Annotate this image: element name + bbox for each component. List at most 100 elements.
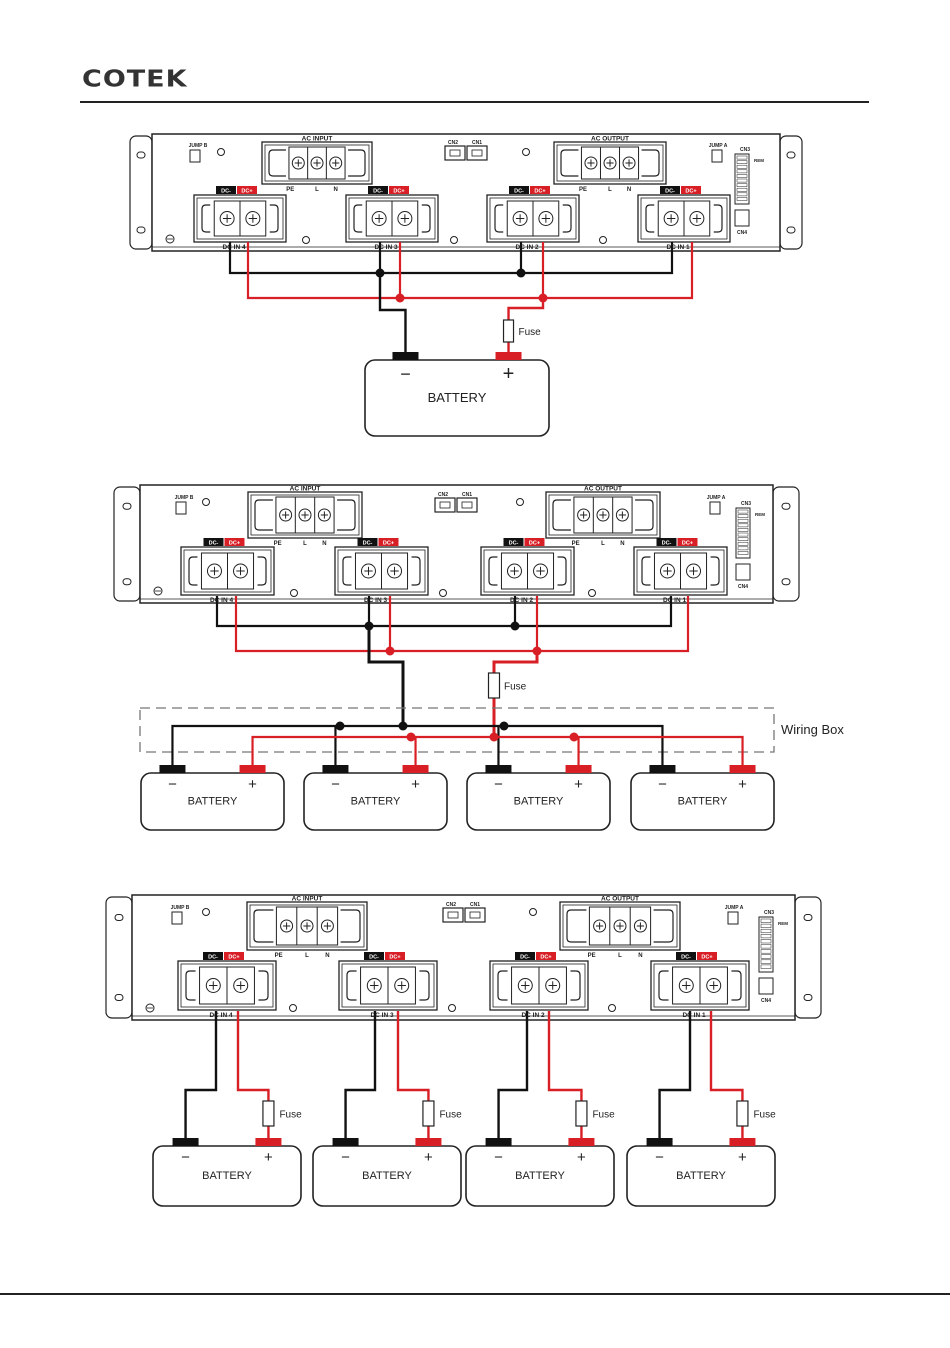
- chassis-screw: [439, 589, 447, 597]
- battery-minus-label: −: [181, 1149, 190, 1166]
- dc-in-label: DC IN 4: [209, 1012, 233, 1019]
- terminal-hook: [497, 970, 508, 1001]
- rack-ear-slot: [122, 578, 132, 586]
- cn3-pin: [736, 160, 748, 164]
- rack-ear-slot: [114, 914, 124, 921]
- terminal-hook: [566, 909, 587, 943]
- battery-negative-terminal: [172, 1138, 199, 1146]
- battery-minus-label: −: [655, 1149, 664, 1166]
- dc-minus-tag: [515, 952, 535, 960]
- cn4-connector: [734, 209, 750, 227]
- battery-label: BATTERY: [676, 1170, 726, 1182]
- rack-ear-slot: [803, 994, 813, 1001]
- battery-plus-label: +: [574, 776, 583, 793]
- fuse-body: [502, 319, 515, 343]
- ground-icon: [153, 586, 163, 596]
- battery-minus-label: −: [658, 776, 667, 793]
- terminal-hook: [421, 204, 431, 233]
- ac-pin-label: PE: [274, 541, 282, 547]
- ac-pin-label: L: [601, 541, 605, 547]
- jumper-b: [189, 149, 201, 163]
- cn2-label: CN2: [448, 140, 458, 146]
- chassis-screw: [302, 236, 310, 244]
- wiring-box-outline: [139, 707, 775, 753]
- dc-plus-tag: [524, 538, 545, 546]
- dc-plus-label: DC+: [229, 541, 240, 547]
- rack-ear-right: [772, 486, 800, 602]
- dc-plus-tag: [385, 952, 405, 960]
- jump-b-label: JUMP B: [175, 495, 194, 501]
- dc-in-label: DC IN 2: [510, 597, 534, 604]
- terminal-hook: [253, 909, 274, 943]
- dc-minus-label: DC-: [665, 189, 675, 195]
- dc-minus-label: DC-: [221, 189, 231, 195]
- rack-ear-slot: [786, 226, 796, 234]
- rack-ear-left: [129, 135, 153, 250]
- chassis-screw: [202, 908, 210, 916]
- rack-ear-right: [779, 135, 803, 250]
- terminal-hook: [419, 970, 430, 1001]
- rj-jack: [434, 497, 456, 513]
- rj-jack-port: [447, 911, 459, 919]
- dc-in-label: DC IN 4: [222, 244, 246, 251]
- battery-positive-terminal: [239, 765, 266, 773]
- dc-plus-tag: [378, 538, 399, 546]
- fuse-body: [422, 1100, 435, 1127]
- dc-minus-tag: [656, 538, 677, 546]
- dc-minus-label: DC-: [520, 955, 530, 961]
- dc-terminal-inner: [341, 963, 435, 1008]
- cn3-pin: [737, 546, 749, 551]
- chassis-screw: [529, 908, 537, 916]
- terminal-hook: [348, 149, 366, 177]
- dc-terminal-inner: [636, 549, 725, 593]
- dc-terminal-outline: [345, 194, 439, 243]
- terminal-hook: [713, 204, 723, 233]
- cn3-pin: [736, 169, 748, 174]
- ac-pin-label: PE: [579, 187, 587, 193]
- rem-label: REM: [778, 921, 788, 926]
- fuse-main: Fuse: [502, 319, 541, 343]
- battery-body: [626, 1145, 776, 1207]
- terminal-hook: [269, 204, 279, 233]
- dc-plus-tag: [224, 952, 244, 960]
- battery-positive-terminal: [415, 1138, 442, 1146]
- battery-positive-terminal: [402, 765, 429, 773]
- battery-positive-terminal: [729, 1138, 756, 1146]
- chassis-screw: [522, 148, 530, 156]
- ac-terminal-inner: [548, 494, 658, 536]
- dc-minus-tag: [364, 952, 384, 960]
- dc-terminal-outline: [486, 194, 580, 243]
- dc-minus-label: DC-: [681, 955, 691, 961]
- dc-terminal-inner: [348, 197, 436, 240]
- dc-minus-label: DC-: [209, 541, 219, 547]
- jumper-a: [709, 501, 721, 515]
- dc-terminal-outline: [338, 960, 438, 1011]
- terminal-hook: [710, 556, 720, 586]
- dc-terminal-inner: [196, 197, 284, 240]
- ac-pin-label: L: [303, 541, 307, 547]
- cn4-label: CN4: [761, 998, 771, 1004]
- ac-pin-label: PE: [572, 541, 580, 547]
- cn3-pin: [737, 523, 749, 528]
- battery-label: BATTERY: [362, 1170, 412, 1182]
- terminal-hook: [641, 149, 660, 177]
- dc-terminal-outline: [633, 546, 728, 596]
- pos-bus-2: [234, 596, 690, 653]
- dc-in-label: DC IN 1: [663, 597, 687, 604]
- ac-terminal-outline: [553, 141, 667, 185]
- ac-pin-label: L: [608, 187, 612, 193]
- cn2-label: CN2: [438, 492, 448, 498]
- cn3-pin: [760, 918, 772, 923]
- dc-terminal-outline: [480, 546, 575, 596]
- terminal-hook: [658, 970, 669, 1001]
- neg-junction: [335, 721, 345, 731]
- rack-ear-slot: [114, 994, 124, 1001]
- battery-plus-label: +: [738, 1149, 747, 1166]
- dc-plus-label: DC+: [540, 955, 551, 961]
- battery-positive-terminal: [568, 1138, 595, 1146]
- cn3-pin: [737, 532, 749, 537]
- fuse-individual: Fuse: [262, 1100, 302, 1127]
- fuse-body: [487, 672, 501, 699]
- battery-label: BATTERY: [515, 1170, 565, 1182]
